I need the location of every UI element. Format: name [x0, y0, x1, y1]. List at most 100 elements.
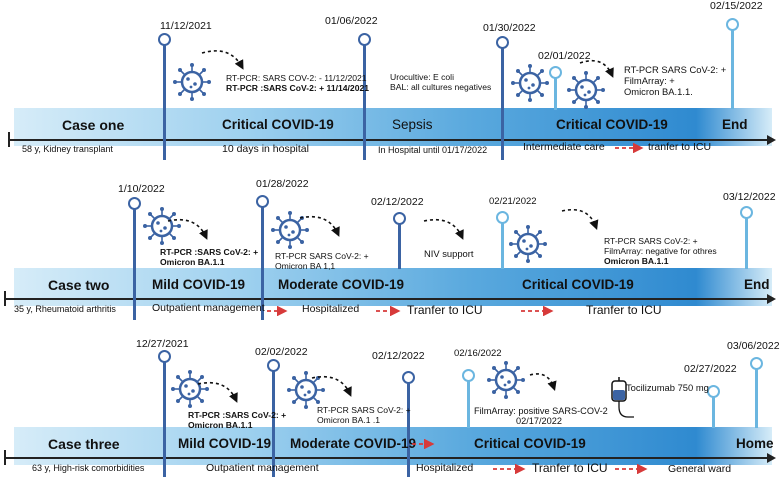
timeline-marker	[731, 27, 734, 109]
timeline-marker	[467, 378, 470, 428]
date-label: 11/12/2021	[160, 20, 212, 32]
timeline-marker	[712, 394, 715, 428]
phase-label: Sepsis	[392, 117, 433, 132]
axis-tick	[4, 291, 6, 306]
dashed-arrow-icon	[299, 215, 340, 237]
phase-detail: Tranfer to ICU	[586, 303, 662, 317]
case-three-band	[14, 427, 772, 465]
timeline-marker	[407, 380, 410, 477]
case-two-axis	[4, 298, 768, 300]
timeline-marker	[363, 42, 366, 160]
test-note: RT-PCR SARS CoV-2: + FilmArray: negative…	[604, 236, 717, 266]
note-line: Omicron BA 1,1	[275, 261, 336, 271]
phase-label: Mild COVID-19	[178, 436, 272, 451]
dashed-arrow-icon	[167, 218, 208, 240]
red-dashed-arrow-icon	[376, 306, 401, 316]
phase-label: Home	[736, 436, 774, 451]
phase-label: Critical COVID-19	[522, 277, 634, 292]
timeline-pin-icon	[496, 36, 509, 49]
patient-info: 35 y, Rheumatoid arthritis	[14, 304, 116, 314]
note-line: RT-PCR: SARS COV-2: - 11/12/2021	[226, 73, 367, 83]
date-label: 02/02/2022	[255, 346, 308, 358]
phase-detail: Hospitalized	[302, 303, 360, 315]
date-label: 12/27/2021	[136, 338, 189, 350]
support-note: NIV support	[424, 249, 474, 259]
timeline-pin-icon	[750, 357, 763, 370]
timeline-pin-icon	[726, 18, 739, 31]
note-line: RT-PCR :SARS CoV-2: +	[160, 247, 259, 257]
test-note: RT-PCR: SARS COV-2: - 11/12/2021 RT-PCR …	[226, 73, 369, 93]
phase-label: End	[722, 117, 748, 132]
case-two-band	[14, 268, 772, 306]
phase-detail: 10 days in hospital	[222, 143, 309, 155]
timeline-marker	[133, 206, 136, 320]
virus-icon	[508, 224, 548, 264]
timeline-pin-icon	[549, 66, 562, 79]
timeline-pin-icon	[740, 206, 753, 219]
phase-detail: Tranfer to ICU	[532, 461, 608, 475]
dashed-arrow-icon	[197, 381, 238, 403]
note-line: FilmArray: +	[624, 75, 675, 86]
virus-icon	[486, 360, 526, 400]
date-label: 02/16/2022	[454, 348, 502, 359]
test-note: RT-PCR SARS CoV-2: + FilmArray: + Omicro…	[624, 64, 726, 97]
timeline-marker	[755, 366, 758, 428]
note-line: Omicron BA.1.1	[604, 256, 669, 266]
test-note: RT-PCR :SARS CoV-2: + Omicron BA.1.1	[188, 410, 286, 430]
timeline-pin-icon	[402, 371, 415, 384]
axis-arrow-icon	[767, 294, 776, 304]
date-label: 02/21/2022	[489, 196, 537, 207]
date-label: 03/12/2022	[723, 191, 776, 203]
axis-arrow-icon	[767, 135, 776, 145]
red-dashed-arrow-icon	[615, 464, 648, 474]
phase-label: Moderate COVID-19	[290, 436, 417, 451]
note-line: RT-PCR :SARS CoV-2: +	[188, 410, 287, 420]
timeline-pin-icon	[256, 195, 269, 208]
phase-label: Critical COVID-19	[474, 436, 586, 451]
phase-detail: Outpatient management	[152, 302, 265, 314]
phase-label: End	[744, 277, 770, 292]
date-label: 1/10/2022	[118, 183, 165, 195]
note-line: RT-PCR SARS CoV-2: +	[624, 64, 727, 75]
phase-detail: In Hospital until 01/17/2022	[378, 145, 488, 155]
dashed-arrow-icon	[423, 218, 464, 240]
date-label: 02/15/2022	[710, 0, 763, 12]
dashed-arrow-icon	[561, 208, 599, 231]
timeline-marker	[163, 359, 166, 477]
phase-label: Critical COVID-19	[222, 117, 334, 132]
test-note: RT-PCR SARS CoV-2: + Omicron BA.1 .1	[317, 405, 411, 425]
case-title: Case one	[62, 117, 125, 133]
drug-label: Tocilizumab 750 mg	[626, 382, 709, 393]
virus-icon	[510, 63, 550, 103]
dashed-arrow-icon	[201, 50, 244, 70]
phase-label: Moderate COVID-19	[278, 277, 405, 292]
culture-note: Urocultive: E coli BAL: all cultures neg…	[390, 72, 491, 92]
phase-label: Mild COVID-19	[152, 277, 246, 292]
note-line: Omicron BA.1.1	[160, 257, 225, 267]
timeline-pin-icon	[393, 212, 406, 225]
phase-detail: Hospitalized	[416, 462, 474, 474]
red-dashed-arrow-icon	[521, 306, 554, 316]
red-dashed-arrow-icon	[412, 439, 435, 449]
red-dashed-arrow-icon	[267, 306, 288, 316]
axis-tick	[4, 450, 6, 465]
iv-bag-icon	[611, 377, 634, 418]
patient-info: 58 y, Kidney transplant	[22, 144, 113, 154]
dashed-arrow-icon	[529, 373, 557, 392]
date-label: 02/01/2022	[538, 50, 591, 62]
timeline-marker	[163, 42, 166, 160]
note-line: Urocultive: E coli	[390, 72, 454, 82]
case-one-axis	[8, 139, 768, 141]
dashed-arrow-icon	[311, 375, 352, 397]
timeline-pin-icon	[267, 359, 280, 372]
timeline-pin-icon	[158, 33, 171, 46]
note-line: FilmArray: negative for othres	[604, 246, 717, 256]
note-line: FilmArray: positive SARS-COV-2	[474, 406, 608, 416]
date-label: 01/06/2022	[325, 15, 378, 27]
date-label: 02/12/2022	[372, 350, 425, 362]
date-label: 03/06/2022	[727, 340, 780, 352]
test-note: RT-PCR SARS CoV-2: + Omicron BA 1,1	[275, 251, 369, 271]
date-label: 02/27/2022	[684, 363, 737, 375]
case-title: Case two	[48, 277, 110, 293]
case-three-axis	[4, 457, 768, 459]
